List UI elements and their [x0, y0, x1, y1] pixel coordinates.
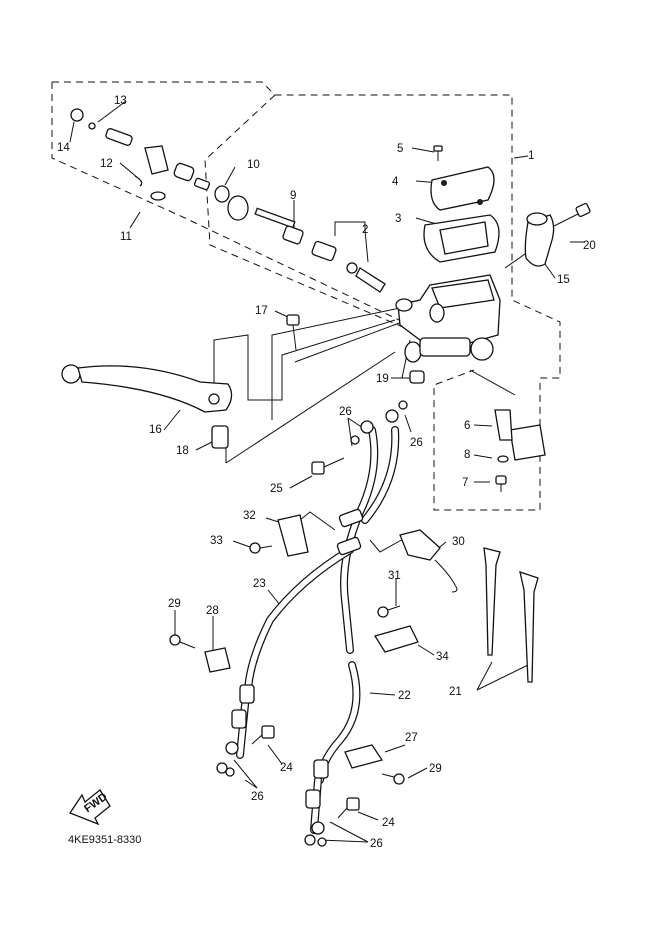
callout-label: 34 [436, 651, 449, 663]
callout-label: 5 [397, 143, 403, 155]
callout-label: 11 [120, 231, 132, 243]
clamp-bolt [553, 202, 591, 227]
cable-ties [483, 547, 539, 683]
callout-label: 31 [388, 570, 401, 582]
callout-label: 27 [405, 732, 418, 744]
callout-label: 29 [168, 598, 181, 610]
hose-fittings [216, 400, 408, 847]
fwd-arrow: FWD [69, 789, 111, 826]
callout-label: 1 [528, 150, 534, 162]
callout-label: 12 [100, 158, 113, 170]
callout-label: 25 [270, 483, 283, 495]
callout-label: 26 [251, 791, 264, 803]
callout-label: 18 [176, 445, 189, 457]
callout-label: 32 [243, 510, 256, 522]
handlebar-clamp [524, 212, 555, 267]
callout-labels: 1 2 3 4 5 6 7 8 9 10 11 12 13 14 15 16 1… [57, 95, 596, 850]
callout-label: 14 [57, 142, 70, 154]
callout-label: 29 [429, 763, 442, 775]
callout-label: 8 [464, 449, 470, 461]
callout-label: 21 [449, 686, 462, 698]
callout-label: 23 [253, 578, 266, 590]
brake-light-switch [494, 409, 546, 492]
pivot-bolt [286, 314, 300, 351]
callout-label: 22 [398, 690, 411, 702]
callout-label: 33 [210, 535, 223, 547]
callout-label: 13 [114, 95, 127, 107]
callout-label: 30 [452, 536, 465, 548]
reservoir-cap [430, 166, 495, 211]
callout-label: 28 [206, 605, 219, 617]
callout-label: 4 [392, 176, 399, 188]
drawing-code: 4KE9351-8330 [68, 834, 141, 846]
hose-clamps [169, 514, 458, 785]
callout-label: 26 [339, 406, 352, 418]
callout-label: 3 [395, 213, 401, 225]
master-cylinder-assembly-outline [51, 81, 561, 511]
callout-label: 26 [370, 838, 383, 850]
callout-label: 26 [410, 437, 423, 449]
lever-pivot-parts [70, 108, 211, 201]
master-cylinder-body [395, 274, 501, 363]
pivot-nut [409, 370, 425, 384]
callout-label: 2 [362, 224, 368, 236]
callout-label: 7 [462, 477, 468, 489]
callout-label: 10 [247, 159, 260, 171]
callout-label: 20 [583, 240, 596, 252]
union-bolts [251, 457, 360, 819]
brake-lever [61, 364, 233, 413]
dust-boot [214, 185, 249, 221]
leader-lines [69, 100, 585, 843]
callout-label: 9 [290, 190, 296, 202]
callout-label: 6 [464, 420, 470, 432]
callout-label: 24 [280, 762, 293, 774]
callout-label: 17 [255, 305, 268, 317]
callout-label: 16 [149, 424, 162, 436]
reservoir-diaphragm [423, 214, 500, 263]
callout-label: 19 [376, 373, 389, 385]
cap-screw [433, 145, 443, 161]
piston-kit [254, 207, 386, 293]
callout-label: 24 [382, 817, 395, 829]
callout-label: 15 [557, 274, 570, 286]
lever-collar [211, 425, 229, 449]
